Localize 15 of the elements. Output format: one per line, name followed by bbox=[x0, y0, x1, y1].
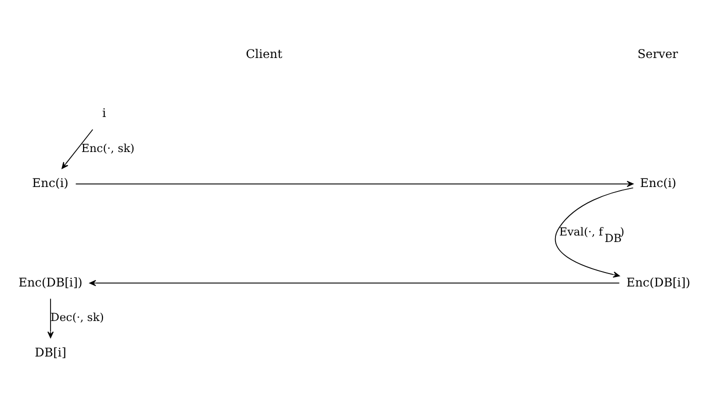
label: Client bbox=[246, 46, 282, 61]
arrow bbox=[47, 298, 54, 338]
node-text: Enc(i) bbox=[640, 176, 676, 190]
node-text: Enc(i) bbox=[32, 176, 68, 190]
arrow bbox=[75, 180, 634, 188]
node-text: DB[i] bbox=[34, 345, 66, 360]
node-text: Enc(DB[i]) bbox=[626, 275, 690, 290]
edge-label: Dec(·, sk) bbox=[50, 311, 104, 324]
edge-label: Enc(·, sk) bbox=[81, 142, 135, 155]
arrow bbox=[554, 187, 634, 278]
arrow bbox=[62, 129, 94, 169]
arrow bbox=[89, 280, 620, 286]
node-text: i bbox=[102, 106, 106, 120]
node-text: Enc(DB[i]) bbox=[18, 275, 82, 290]
label: Server bbox=[637, 46, 678, 61]
